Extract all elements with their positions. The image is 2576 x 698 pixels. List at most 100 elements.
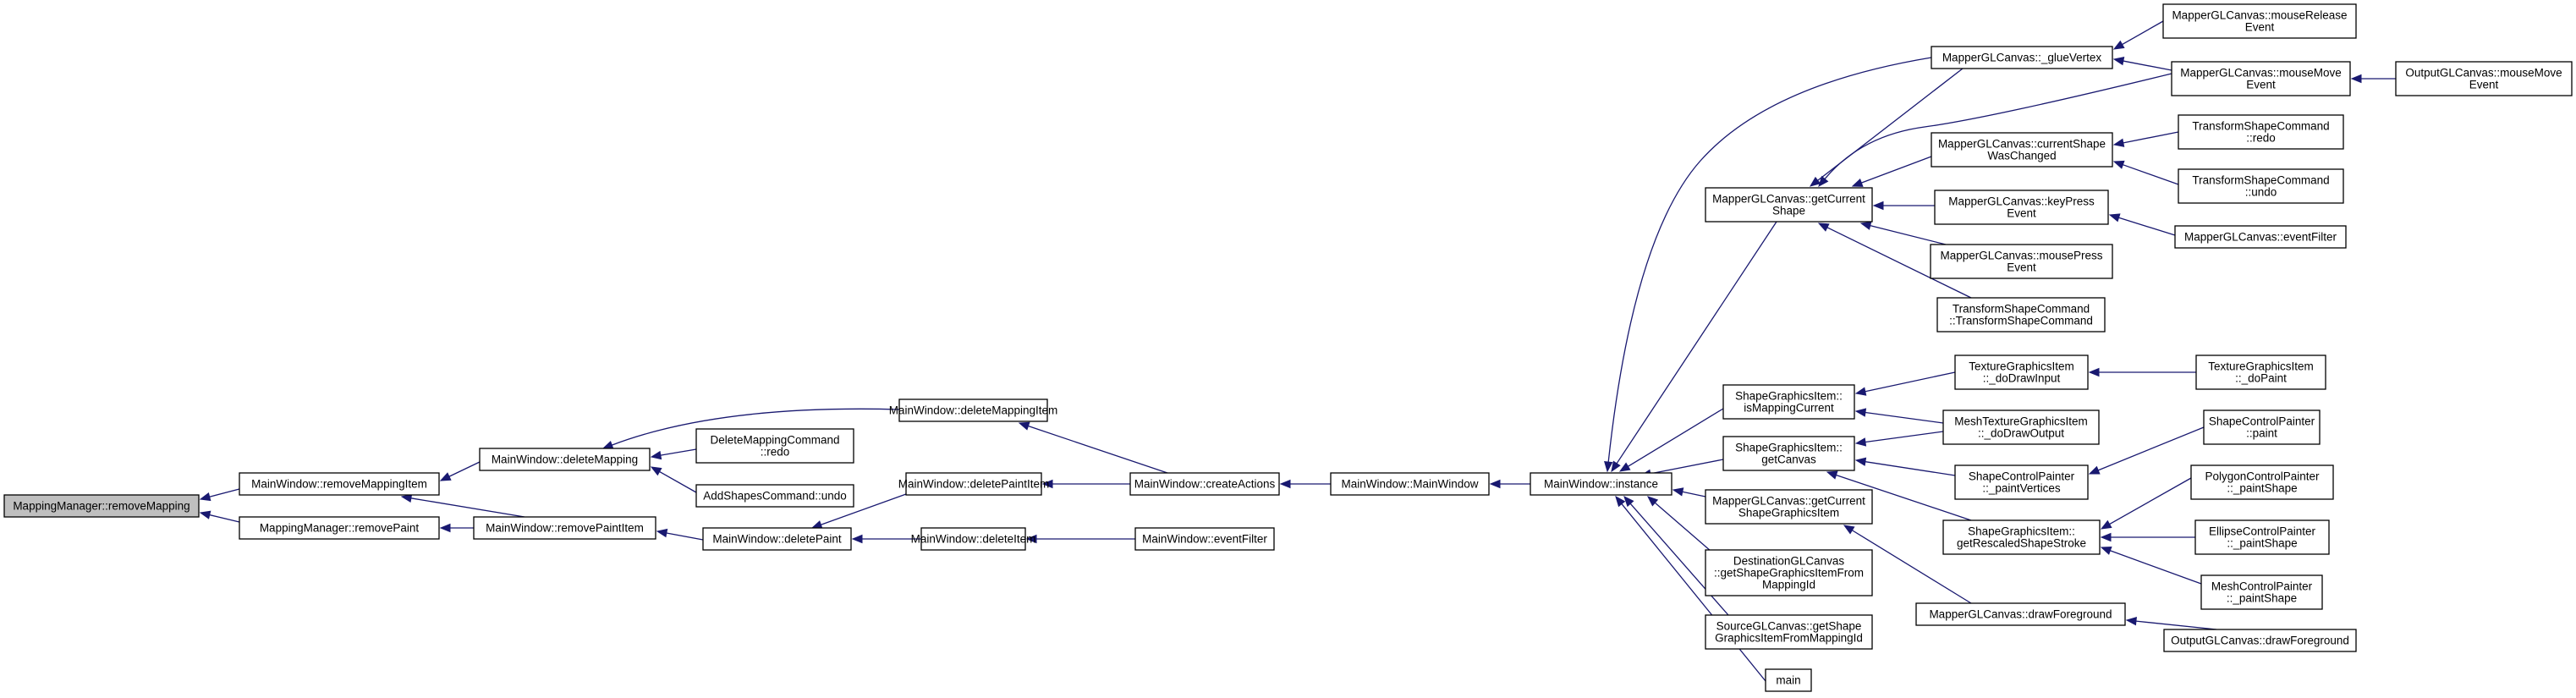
node-pcp[interactable]: PolygonControlPainter::_paintShape <box>2190 464 2334 500</box>
node-box[interactable] <box>905 472 1042 496</box>
node-sgsg[interactable]: SourceGLCanvas::getShapeGraphicsItemFrom… <box>1705 614 1873 650</box>
node-box[interactable] <box>479 448 651 471</box>
node-dm[interactable]: MainWindow::deleteMapping <box>479 448 651 471</box>
node-box[interactable] <box>1722 436 1855 471</box>
node-box[interactable] <box>1930 244 2113 279</box>
node-box[interactable] <box>2195 354 2326 390</box>
node-mdf[interactable]: MapperGLCanvas::drawForeground <box>1915 602 2126 626</box>
node-dmi[interactable]: MainWindow::deleteMappingItem <box>889 398 1058 422</box>
node-grss[interactable]: ShapeGraphicsItem::getRescaledShapeStrok… <box>1942 519 2101 555</box>
node-box[interactable] <box>1765 668 1812 692</box>
node-dp[interactable]: MainWindow::deletePaint <box>702 527 852 551</box>
node-mcp[interactable]: MeshControlPainter::_paintShape <box>2200 574 2323 610</box>
node-dmcr[interactable]: DeleteMappingCommand::redo <box>695 428 854 464</box>
node-box[interactable] <box>1954 464 2089 500</box>
node-gcsg[interactable]: MapperGLCanvas::getCurrentShapeGraphicsI… <box>1705 489 1873 525</box>
node-box[interactable] <box>2178 114 2344 150</box>
node-label: getCanvas <box>1761 453 1816 466</box>
node-tscu[interactable]: TransformShapeCommand::undo <box>2178 168 2344 204</box>
node-main[interactable]: main <box>1765 668 1812 692</box>
node-mtgo[interactable]: MeshTextureGraphicsItem::_doDrawOutput <box>1942 409 2100 445</box>
node-di[interactable]: MainWindow::deleteItem <box>911 527 1036 551</box>
node-box[interactable] <box>1705 549 1873 596</box>
node-box[interactable] <box>1915 602 2126 626</box>
edge-line <box>1824 73 2172 179</box>
node-box[interactable] <box>2178 168 2344 204</box>
node-scpv[interactable]: ShapeControlPainter::_paintVertices <box>1954 464 2089 500</box>
node-label: ::_doDrawInput <box>1983 372 2061 385</box>
node-tgdi[interactable]: TextureGraphicsItem::_doDrawInput <box>1954 354 2089 390</box>
node-glue[interactable]: MapperGLCanvas::_glueVertex <box>1931 46 2113 69</box>
node-box[interactable] <box>1931 46 2113 69</box>
node-ascu[interactable]: AddShapesCommand::undo <box>695 484 854 508</box>
node-box[interactable] <box>2171 61 2351 96</box>
node-box[interactable] <box>1705 187 1873 223</box>
root-node-box[interactable] <box>3 494 200 518</box>
node-mw[interactable]: MainWindow::MainWindow <box>1330 472 1490 496</box>
node-inst[interactable]: MainWindow::instance <box>1530 472 1672 496</box>
node-mef[interactable]: MapperGLCanvas::eventFilter <box>2174 225 2347 249</box>
arrowhead-icon <box>400 493 413 503</box>
node-box[interactable] <box>1954 354 2089 390</box>
edge-line <box>209 488 240 497</box>
arrowhead-icon <box>1872 201 1884 211</box>
node-box[interactable] <box>920 527 1026 551</box>
node-box[interactable] <box>2203 409 2321 445</box>
node-box[interactable] <box>2162 3 2357 39</box>
node-label: TransformShapeCommand <box>2192 174 2329 187</box>
node-box[interactable] <box>898 398 1048 422</box>
node-box[interactable] <box>1934 190 2109 225</box>
node-box[interactable] <box>2163 629 2357 652</box>
node-box[interactable] <box>1936 297 2106 333</box>
node-box[interactable] <box>1530 472 1672 496</box>
node-box[interactable] <box>1129 472 1280 496</box>
node-sgc[interactable]: ShapeGraphicsItem::getCanvas <box>1722 436 1855 471</box>
node-box[interactable] <box>1942 409 2100 445</box>
node-ca[interactable]: MainWindow::createActions <box>1129 472 1280 496</box>
node-rmi[interactable]: MainWindow::removeMappingItem <box>239 472 440 496</box>
node-scp[interactable]: ShapeControlPainter::paint <box>2203 409 2321 445</box>
node-box[interactable] <box>2174 225 2347 249</box>
node-box[interactable] <box>702 527 852 551</box>
node-tsc[interactable]: TransformShapeCommand::TransformShapeCom… <box>1936 297 2106 333</box>
node-box[interactable] <box>1931 132 2113 168</box>
node-ef[interactable]: MainWindow::eventFilter <box>1134 527 1275 551</box>
node-box[interactable] <box>1134 527 1275 551</box>
node-tscr[interactable]: TransformShapeCommand::redo <box>2178 114 2344 150</box>
node-rpi[interactable]: MainWindow::removePaintItem <box>473 516 656 540</box>
node-rp[interactable]: MappingManager::removePaint <box>239 516 440 540</box>
node-root[interactable]: MappingManager::removeMapping <box>3 494 200 518</box>
edge-rpi-to-rp <box>439 523 474 533</box>
node-box[interactable] <box>2200 574 2323 610</box>
node-box[interactable] <box>2194 519 2330 555</box>
node-imc[interactable]: ShapeGraphicsItem::isMappingCurrent <box>1722 384 1855 420</box>
node-box[interactable] <box>473 516 656 540</box>
node-tgdp[interactable]: TextureGraphicsItem::_doPaint <box>2195 354 2326 390</box>
node-box[interactable] <box>2395 61 2573 96</box>
node-box[interactable] <box>695 484 854 508</box>
node-box[interactable] <box>1705 614 1873 650</box>
node-box[interactable] <box>239 516 440 540</box>
node-box[interactable] <box>695 428 854 464</box>
edge-ascu-to-dm <box>650 466 697 493</box>
node-box[interactable] <box>1722 384 1855 420</box>
node-ecp[interactable]: EllipseControlPainter::_paintShape <box>2194 519 2330 555</box>
node-dgsg[interactable]: DestinationGLCanvas::getShapeGraphicsIte… <box>1705 549 1873 596</box>
node-box[interactable] <box>2190 464 2334 500</box>
node-box[interactable] <box>1330 472 1490 496</box>
node-box[interactable] <box>239 472 440 496</box>
node-box[interactable] <box>1942 519 2101 555</box>
node-dpi[interactable]: MainWindow::deletePaintItem <box>898 472 1050 496</box>
node-odf[interactable]: OutputGLCanvas::drawForeground <box>2163 629 2357 652</box>
node-box[interactable] <box>1705 489 1873 525</box>
edge-line <box>2123 131 2179 144</box>
arrowhead-icon <box>1843 525 1855 535</box>
edge-line <box>1861 156 1932 184</box>
